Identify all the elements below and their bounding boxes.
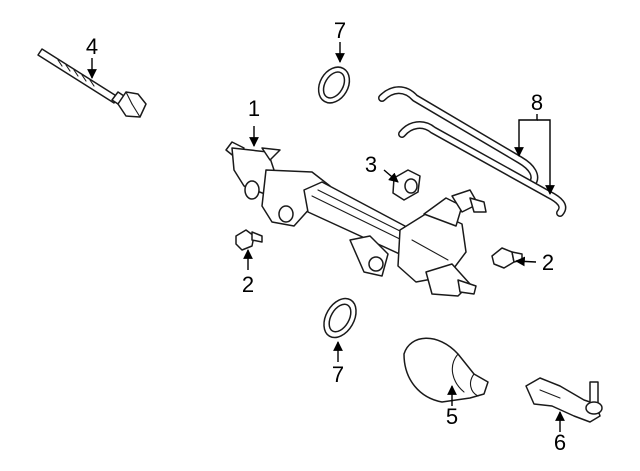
callout-leaders bbox=[87, 42, 565, 432]
callout-2-left: 2 bbox=[242, 272, 254, 297]
callout-4: 4 bbox=[86, 34, 98, 59]
inner-tie-rod bbox=[37, 48, 147, 118]
callout-labels: 1 2 2 3 4 5 6 7 7 8 bbox=[86, 18, 566, 455]
leader-2-right bbox=[515, 256, 537, 267]
callout-5: 5 bbox=[446, 404, 458, 429]
callout-2-right: 2 bbox=[542, 250, 554, 275]
leader-8-a bbox=[514, 114, 538, 157]
callout-6: 6 bbox=[554, 430, 566, 455]
outer-tie-rod-end bbox=[525, 377, 603, 423]
callout-7-lower: 7 bbox=[332, 362, 344, 387]
seal-ring-upper bbox=[317, 66, 351, 104]
callout-3: 3 bbox=[365, 152, 377, 177]
leader-3 bbox=[383, 169, 399, 183]
fitting-left bbox=[235, 229, 263, 251]
callout-8: 8 bbox=[531, 90, 543, 115]
callout-7-upper: 7 bbox=[334, 18, 346, 43]
rack-boot bbox=[403, 337, 489, 403]
fitting-right bbox=[491, 247, 523, 269]
leader-8-b bbox=[537, 119, 555, 195]
callout-1: 1 bbox=[248, 96, 260, 121]
seal-ring-lower bbox=[323, 297, 357, 339]
steering-gear-assembly bbox=[225, 141, 487, 297]
mount-bushing bbox=[392, 169, 421, 201]
pressure-lines bbox=[378, 86, 567, 217]
